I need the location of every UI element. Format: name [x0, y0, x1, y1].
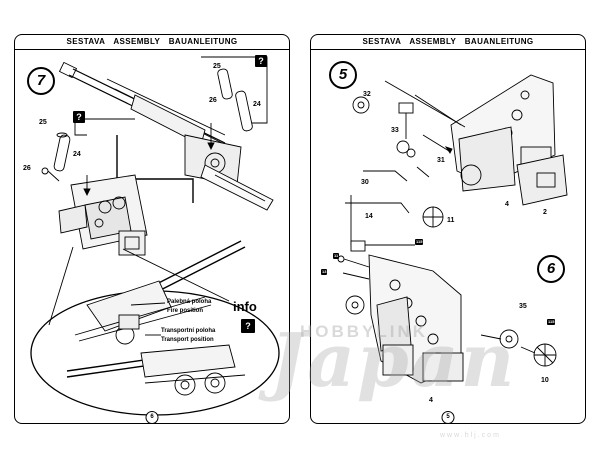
part-callout-24: 24	[73, 151, 81, 158]
part-callout-26: 26	[209, 97, 217, 104]
fire-position-label-en: Fire position	[167, 308, 203, 314]
part-callout-10: 10	[541, 377, 549, 384]
part-tag: 13	[321, 269, 328, 275]
part-callout-31: 31	[437, 157, 445, 164]
part-callout-35: 35	[519, 303, 527, 310]
transport-position-label-en: Transport position	[161, 337, 214, 343]
info-question-icon: ?	[73, 111, 85, 123]
assembly-drawing-step-7	[30, 56, 280, 416]
part-callout-4: 4	[429, 397, 433, 404]
part-callout-24: 24	[253, 101, 261, 108]
part-callout-32: 32	[363, 91, 371, 98]
part-callout-33: 33	[391, 127, 399, 134]
step-number-5: 5	[329, 61, 357, 89]
part-callout-25: 25	[213, 63, 221, 70]
page-header: SESTAVA ASSEMBLY BAUANLEITUNG	[311, 35, 585, 50]
part-callout-26: 26	[23, 165, 31, 172]
part-tag: 11	[333, 253, 340, 259]
page-header: SESTAVA ASSEMBLY BAUANLEITUNG	[15, 35, 289, 50]
page-number: 5	[441, 411, 455, 423]
transport-position-label-cz: Transportní poloha	[161, 328, 216, 334]
part-callout-4: 4	[505, 201, 509, 208]
assembly-drawing-step-5-6	[337, 74, 568, 384]
watermark-url: www.hlj.com	[440, 432, 501, 439]
part-callout-14: 14	[365, 213, 373, 220]
part-callout-30: 30	[361, 179, 369, 186]
instruction-page-right: SESTAVA ASSEMBLY BAUANLEITUNG	[310, 34, 586, 424]
part-callout-11: 11	[447, 217, 455, 224]
part-tag: 115	[415, 239, 424, 245]
step-number-6: 6	[537, 255, 565, 283]
step-number-7: 7	[27, 67, 55, 95]
part-callout-25: 25	[39, 119, 47, 126]
info-question-icon: ?	[255, 55, 267, 67]
page-number: 6	[145, 411, 159, 423]
info-label: info	[233, 299, 257, 314]
info-question-icon: ?	[241, 319, 255, 333]
part-tag: 115	[547, 319, 556, 325]
instruction-page-left: SESTAVA ASSEMBLY BAUANLEITUNG	[14, 34, 290, 424]
fire-position-label-cz: Palebná poloha	[167, 299, 212, 305]
part-callout-2: 2	[543, 209, 547, 216]
